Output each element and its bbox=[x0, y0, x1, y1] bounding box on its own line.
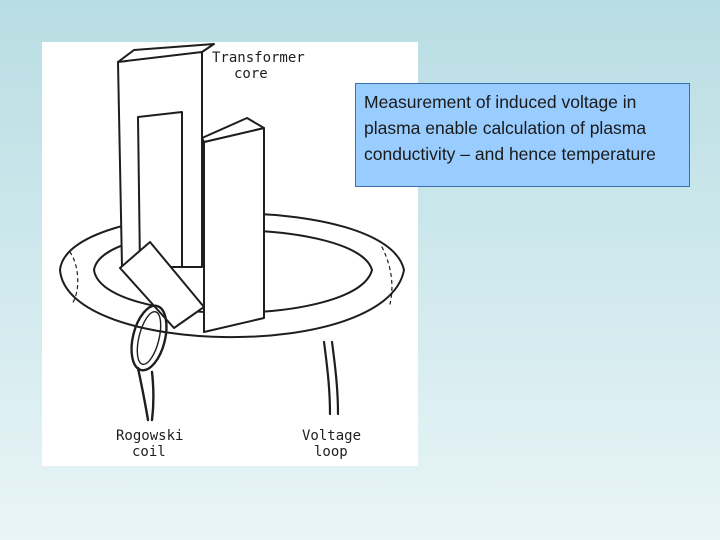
label-rogowski-coil-line1: Rogowski bbox=[116, 428, 183, 444]
core-front-leg bbox=[119, 117, 265, 333]
label-voltage-loop-line2: loop bbox=[314, 444, 348, 460]
label-transformer-core-line2: core bbox=[234, 66, 268, 82]
rogowski-coil bbox=[130, 304, 168, 422]
voltage-loop-wires bbox=[322, 340, 340, 416]
tokamak-diagram: Transformer core Rogowski coil Voltage l… bbox=[59, 43, 405, 460]
label-voltage-loop-line1: Voltage bbox=[302, 428, 361, 444]
core-back-leg bbox=[117, 43, 215, 268]
label-rogowski-coil-line2: coil bbox=[132, 444, 166, 460]
label-transformer-core-line1: Transformer bbox=[212, 50, 305, 66]
callout-box: Measurement of induced voltage in plasma… bbox=[355, 83, 690, 187]
